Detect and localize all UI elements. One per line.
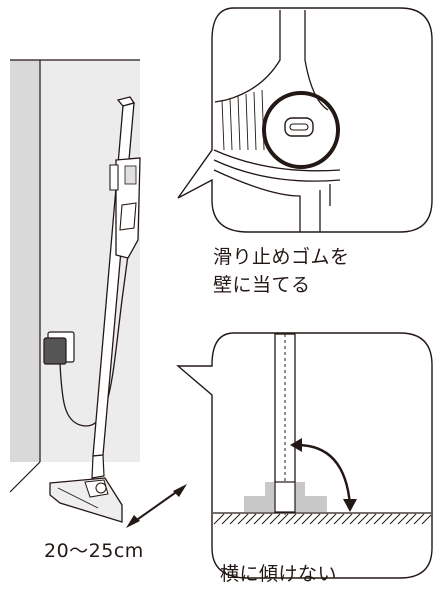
stick-vacuum: [49, 96, 141, 523]
detail-callout-tilt: [176, 332, 433, 579]
caption-no-tilt: 横に傾けない: [220, 563, 338, 585]
caption-rubber-line1: 滑り止めゴムを: [213, 246, 350, 268]
wall: [9, 59, 140, 493]
distance-arrow: [126, 484, 187, 528]
detail-callout-rubber: [177, 7, 433, 233]
wall-outlet: [43, 331, 75, 365]
caption-rubber-line2: 壁に当てる: [213, 274, 311, 296]
charging-cord: [59, 239, 131, 427]
distance-label: 20〜25cm: [44, 540, 144, 562]
